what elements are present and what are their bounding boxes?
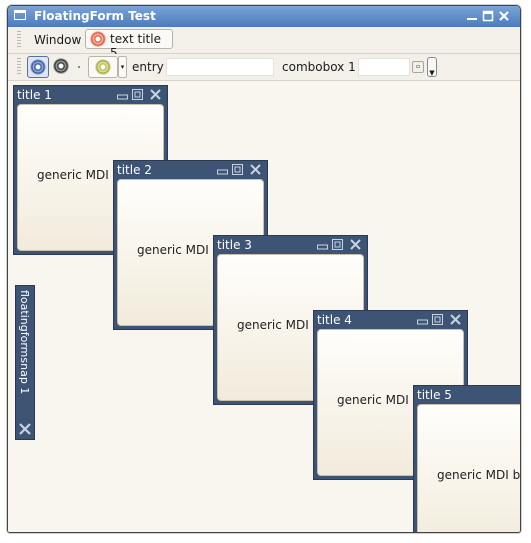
entry-field[interactable] [166, 58, 274, 76]
minimize-icon[interactable] [466, 10, 478, 22]
mdi-title: title 3 [217, 238, 252, 252]
menubar: Window text title 5 [8, 27, 520, 60]
minimize-icon[interactable] [217, 164, 228, 175]
window-icon [14, 10, 26, 20]
maximize-icon[interactable] [132, 89, 143, 100]
text-title-label: text title 5 [110, 32, 161, 60]
combobox-dropdown-button[interactable]: ▼ [427, 57, 437, 77]
close-icon[interactable] [250, 164, 261, 175]
mdi-title: title 4 [317, 313, 352, 327]
maximize-icon[interactable] [432, 314, 443, 325]
spiral-icon [53, 58, 69, 74]
mdi-title: title 2 [117, 163, 152, 177]
menubar-grip[interactable] [17, 31, 21, 49]
mdi-body: generic MDI body [417, 404, 520, 532]
floating-form-snap[interactable]: floatingformsnap 1 [15, 285, 35, 440]
toolbar-button-2[interactable] [51, 56, 73, 78]
window-title: FloatingForm Test [34, 9, 156, 23]
maximize-icon[interactable] [232, 164, 243, 175]
toolbar-button-1[interactable] [27, 56, 49, 78]
mdi-body-text: generic MDI body [437, 468, 520, 482]
text-title-button[interactable]: text title 5 [85, 29, 173, 60]
toolbar: ▾ entry combobox 1 ▫ ▼ [8, 54, 520, 81]
close-icon[interactable] [350, 239, 361, 250]
mdi-window-5[interactable]: title 5 generic MDI body [413, 385, 520, 532]
close-icon[interactable] [498, 10, 510, 22]
titlebar[interactable]: FloatingForm Test [8, 6, 520, 27]
maximize-icon[interactable] [482, 10, 494, 22]
entry-label: entry [132, 60, 164, 74]
combobox-spin-button[interactable]: ▫ [412, 61, 424, 73]
snap-label: floatingformsnap 1 [18, 290, 31, 395]
close-icon[interactable] [450, 314, 461, 325]
maximize-icon[interactable] [332, 239, 343, 250]
close-icon[interactable] [150, 89, 161, 100]
main-window: FloatingForm Test Window text title 5 [7, 5, 521, 533]
menu-window[interactable]: Window [34, 33, 82, 47]
mdi-title: title 1 [17, 88, 52, 102]
mdi-title: title 5 [417, 388, 452, 402]
icon-combobox[interactable] [88, 56, 118, 78]
toolbar-grip[interactable] [17, 58, 21, 76]
combobox-label: combobox 1 [282, 60, 356, 74]
spiral-icon [95, 59, 111, 75]
combobox-field[interactable] [358, 58, 410, 76]
minimize-icon[interactable] [117, 89, 128, 100]
icon-combobox-arrow[interactable]: ▾ [118, 56, 127, 78]
mdi-workspace: title 1 generic MDI body title 2 generic… [8, 81, 520, 532]
spiral-icon [30, 59, 46, 75]
toolbar-separator [78, 66, 80, 68]
minimize-icon[interactable] [417, 314, 428, 325]
spiral-icon [90, 31, 106, 47]
minimize-icon[interactable] [317, 239, 328, 250]
close-icon[interactable] [19, 423, 31, 435]
